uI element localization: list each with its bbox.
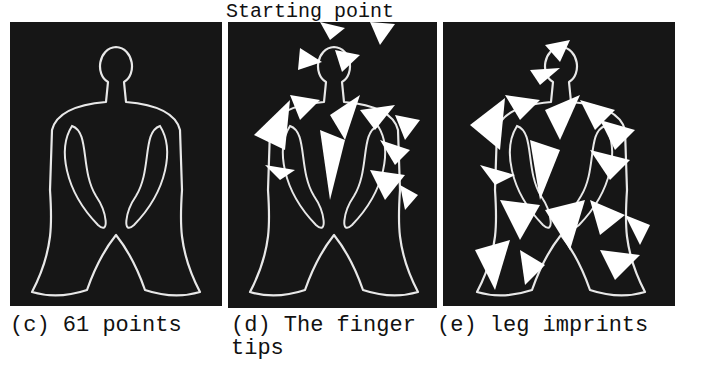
caption-label: (e) leg imprints [437, 314, 677, 337]
caption-label: (c) 61 points [10, 314, 225, 337]
panel-c [10, 22, 222, 306]
caption-label: (d) The finger tips [231, 314, 426, 360]
panel-e [443, 22, 675, 306]
callout-label: Starting point [226, 1, 426, 22]
panel-d [228, 22, 437, 308]
